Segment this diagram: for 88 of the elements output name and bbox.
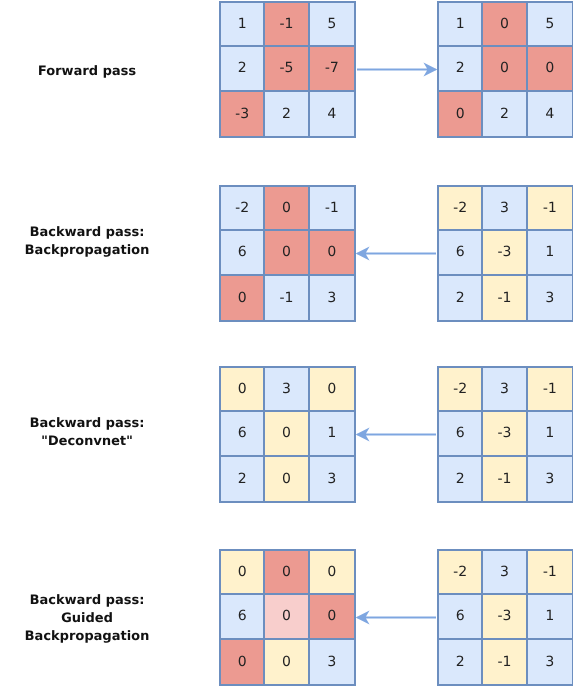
- matrix-grid: [219, 549, 356, 686]
- matrix-cell: 0: [310, 368, 354, 410]
- matrix-cell: 0: [265, 456, 308, 501]
- matrix-cell: -3: [483, 231, 526, 274]
- row-label: Backward pass: Guided Backpropagation: [24, 592, 150, 646]
- matrix-cell: 6: [221, 231, 264, 274]
- matrix-cell: 2: [439, 640, 482, 684]
- matrix-cell: 2: [221, 47, 264, 90]
- matrix-cell: 2: [265, 92, 308, 136]
- matrix-cell: 6: [439, 412, 482, 455]
- matrix-cell: 4: [310, 92, 354, 136]
- matrix-cell: 0: [528, 47, 572, 90]
- arrow: [356, 428, 436, 442]
- matrix-cell: 0: [310, 551, 354, 594]
- matrix-grid: [219, 185, 356, 322]
- matrix-cell: 0: [265, 231, 308, 274]
- matrix-cell: 1: [310, 412, 354, 455]
- matrix-cell: 0: [221, 640, 264, 684]
- matrix-cell: 0: [265, 187, 308, 230]
- matrix-cell: -1: [528, 187, 572, 230]
- matrix-cell: 3: [528, 456, 572, 501]
- row-label: Forward pass: [36, 63, 138, 81]
- matrix-cell: 2: [221, 456, 264, 501]
- matrix-cell: 1: [528, 412, 572, 455]
- matrix-cell: 6: [221, 595, 264, 638]
- matrix-cell: -1: [310, 187, 354, 230]
- matrix-cell: 3: [265, 368, 308, 410]
- matrix-cell: 3: [310, 456, 354, 501]
- matrix-cell: 0: [265, 595, 308, 638]
- matrix-cell: 0: [483, 47, 526, 90]
- matrix-cell: -2: [439, 187, 482, 230]
- matrix-cell: -1: [483, 456, 526, 501]
- matrix-cell: 3: [310, 276, 354, 320]
- matrix-cell: 2: [439, 276, 482, 320]
- matrix-cell: 2: [439, 456, 482, 501]
- matrix-cell: -1: [528, 551, 572, 594]
- matrix-cell: 0: [310, 231, 354, 274]
- matrix-cell: 0: [310, 595, 354, 638]
- matrix-cell: 4: [528, 92, 572, 136]
- matrix-cell: 0: [265, 640, 308, 684]
- matrix-cell: 0: [265, 412, 308, 455]
- arrow: [356, 610, 436, 624]
- matrix-cell: 1: [528, 231, 572, 274]
- matrix-cell: 3: [483, 187, 526, 230]
- matrix-cell: -1: [483, 640, 526, 684]
- matrix-cell: -3: [483, 412, 526, 455]
- matrix-grid: [219, 1, 356, 138]
- matrix-cell: 3: [483, 368, 526, 410]
- matrix-cell: 2: [483, 92, 526, 136]
- matrix-cell: -2: [439, 551, 482, 594]
- matrix-cell: -2: [439, 368, 482, 410]
- matrix-grid: [437, 1, 573, 138]
- matrix-cell: -3: [483, 595, 526, 638]
- matrix-cell: -1: [265, 276, 308, 320]
- matrix-cell: 6: [439, 231, 482, 274]
- matrix-cell: 2: [439, 47, 482, 90]
- matrix-cell: 0: [483, 3, 526, 46]
- matrix-grid: [219, 366, 356, 503]
- matrix-cell: 5: [310, 3, 354, 46]
- matrix-cell: -3: [221, 92, 264, 136]
- matrix-cell: 1: [439, 3, 482, 46]
- matrix-cell: 5: [528, 3, 572, 46]
- matrix-cell: 6: [439, 595, 482, 638]
- matrix-grid: [437, 549, 573, 686]
- row-label: Backward pass: "Deconvnet": [28, 415, 146, 451]
- matrix-cell: 0: [221, 276, 264, 320]
- matrix-cell: 0: [221, 551, 264, 594]
- matrix-cell: -7: [310, 47, 354, 90]
- matrix-cell: 3: [528, 640, 572, 684]
- matrix-grid: [437, 366, 573, 503]
- matrix-cell: 6: [221, 412, 264, 455]
- arrow: [356, 246, 436, 260]
- matrix-cell: 1: [221, 3, 264, 46]
- matrix-grid: [437, 185, 573, 322]
- matrix-cell: 0: [265, 551, 308, 594]
- matrix-cell: -1: [483, 276, 526, 320]
- arrow: [357, 62, 438, 76]
- matrix-cell: 3: [528, 276, 572, 320]
- matrix-cell: 0: [439, 92, 482, 136]
- matrix-cell: -1: [265, 3, 308, 46]
- matrix-cell: 0: [221, 368, 264, 410]
- matrix-cell: 3: [483, 551, 526, 594]
- matrix-cell: -1: [528, 368, 572, 410]
- matrix-cell: 1: [528, 595, 572, 638]
- matrix-cell: -5: [265, 47, 308, 90]
- matrix-cell: 3: [310, 640, 354, 684]
- row-label: Backward pass: Backpropagation: [24, 224, 150, 260]
- matrix-cell: -2: [221, 187, 264, 230]
